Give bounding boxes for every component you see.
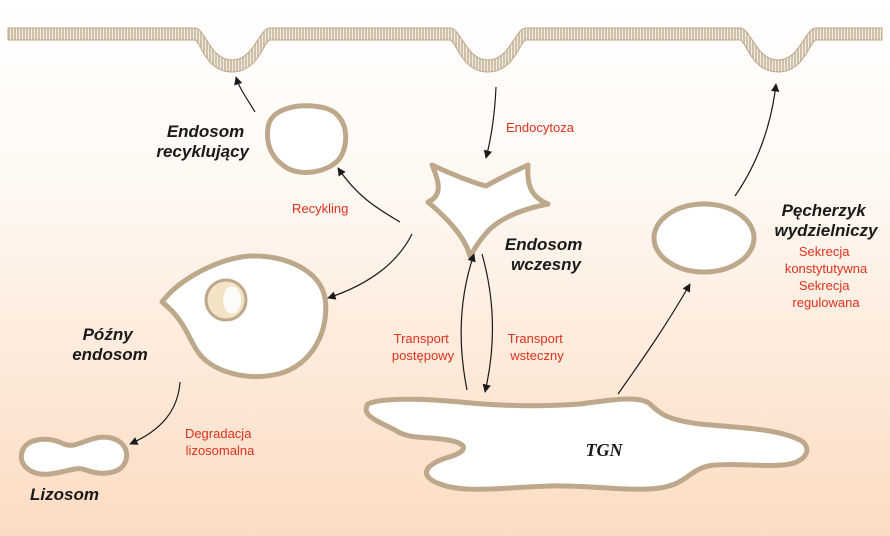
tgn-label: TGN [586,440,624,460]
early-endosome-label: Endosom wczesny [505,235,587,274]
late-endosome-label: Późny endosom [72,325,148,364]
secretory-vesicle-label: Pęcherzyk wydzielniczy [775,201,880,240]
secretory-vesicle-shape [654,204,754,272]
late-endosome-inclusion-highlight [223,286,241,314]
recycling-endosome-label: Endosom recyklujący [156,122,250,161]
endocytosis-label: Endocytoza [506,120,575,135]
lysosome-shape [21,437,126,474]
lysosome-label: Lizosom [30,485,99,504]
recycling-label: Recykling [292,201,348,216]
recycling-endosome-shape [268,106,346,173]
